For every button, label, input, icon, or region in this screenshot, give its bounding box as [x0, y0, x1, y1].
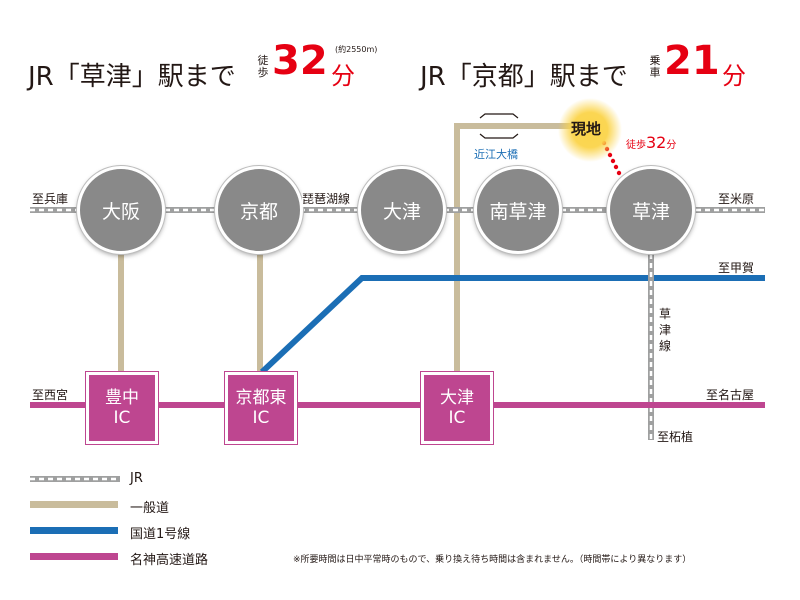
walk-unit: 分 [666, 140, 677, 151]
walk-number: 32 [646, 133, 667, 152]
legend-swatch-meishin [30, 553, 118, 560]
ic-suffix: IC [252, 408, 270, 428]
header-left-number: 32 [272, 38, 328, 84]
site-glow [558, 98, 622, 162]
station-label: 京都 [239, 200, 278, 223]
ic-name: 大津 [440, 388, 474, 408]
road-otsu-ic-to-site [454, 123, 585, 375]
label-walk-time: 徒歩32分 [626, 133, 676, 152]
legend-swatch-jr [30, 476, 120, 482]
mode-bottom: 車 [649, 66, 661, 79]
label-to-nishinomiya: 至西宮 [32, 388, 69, 402]
ic-kyoto-higashi: 京都東 IC [225, 372, 297, 444]
mode-bottom: 歩 [257, 66, 269, 79]
general-road-lines [118, 123, 585, 375]
header-right-mode: 乗 車 [649, 55, 661, 79]
legend-label: 国道1号線 [130, 527, 191, 542]
label-biwako-line: 琵琶湖線 [302, 190, 351, 207]
walk-label: 徒歩 [626, 140, 646, 151]
legend-swatch-road [30, 501, 118, 508]
legend-label: 名神高速道路 [130, 553, 209, 568]
station-label: 大阪 [101, 200, 140, 223]
kusatsu-line-char: 津 [658, 323, 671, 337]
legend-label: JR [130, 471, 143, 486]
label-to-tsuge: 至柘植 [657, 430, 694, 444]
label-to-koka: 至甲賀 [718, 261, 755, 275]
label-to-maibara: 至米原 [718, 190, 755, 207]
station-osaka: 大阪 [77, 166, 165, 254]
header-left-note: (約2550m) [335, 45, 378, 54]
mode-top: 乗 [649, 54, 661, 67]
station-label: 大津 [382, 200, 421, 223]
header-right-unit: 分 [722, 62, 746, 90]
kusatsu-line-char: 草 [658, 307, 671, 321]
mode-top: 徒 [257, 54, 269, 67]
ic-otsu: 大津 IC [421, 372, 493, 444]
station-minami-kusatsu: 南草津 [474, 166, 562, 254]
header-left-prefix: JR「草津」駅まで [28, 62, 236, 92]
kusatsu-line-char: 線 [658, 339, 671, 353]
header-right-number: 21 [664, 38, 720, 84]
ic-suffix: IC [113, 408, 131, 428]
label-site: 現地 [571, 120, 602, 138]
station-label: 南草津 [489, 200, 547, 223]
station-kusatsu: 草津 [607, 166, 695, 254]
label-kusatsu-line: 草 津 線 [658, 306, 672, 354]
label-to-nagoya: 至名古屋 [706, 388, 755, 402]
label-to-hyogo: 至兵庫 [32, 190, 69, 207]
legend-swatch-route1 [30, 527, 118, 534]
header-left-mode: 徒 歩 [257, 55, 269, 79]
label-omi-bridge: 近江大橋 [474, 148, 518, 161]
station-otsu: 大津 [358, 166, 446, 254]
station-label: 草津 [631, 200, 670, 223]
route1-line [259, 275, 765, 375]
legend-label: 一般道 [130, 501, 170, 516]
ic-name: 京都東 [235, 388, 287, 408]
footnote: ※所要時間は日中平常時のもので、乗り換え待ち時間は含まれません。（時間帯により異… [293, 555, 692, 565]
header-left-unit: 分 [331, 62, 355, 90]
bridge-icon [479, 113, 519, 139]
ic-suffix: IC [448, 408, 466, 428]
ic-name: 豊中 [105, 388, 139, 408]
station-kyoto: 京都 [215, 166, 303, 254]
ic-toyonaka: 豊中 IC [86, 372, 158, 444]
header-right-prefix: JR「京都」駅まで [420, 62, 628, 92]
